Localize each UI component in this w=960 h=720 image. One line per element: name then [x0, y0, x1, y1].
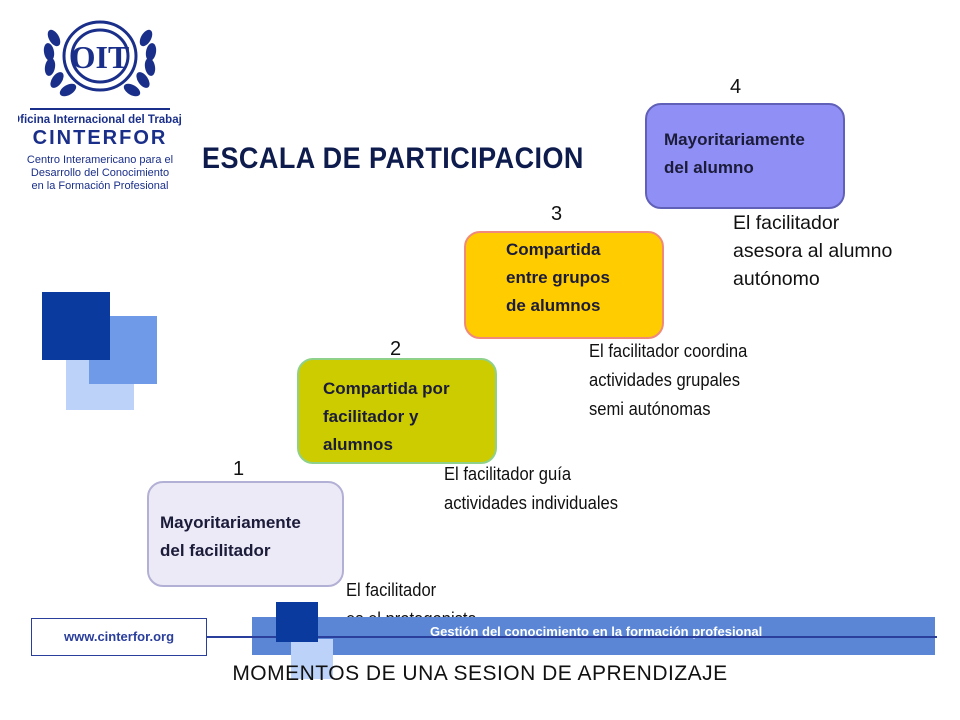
decor-square-dark [42, 292, 110, 360]
footer-square-light [291, 639, 333, 679]
logo-org-line: Oficina Internacional del Trabajo [18, 114, 182, 126]
logo-subtitle-line: en la Formación Profesional [31, 180, 169, 192]
oit-logo-icon: OIT Oficina Internacional del Trabajo CI… [18, 20, 182, 148]
logo-letters: OIT [71, 39, 130, 75]
step-desc-line: El facilitador [346, 580, 437, 600]
logo-subtitle-line: Centro Interamericano para el [26, 154, 174, 166]
step-desc-4: El facilitador asesora al alumno autónom… [733, 209, 892, 293]
step-box-line: Mayoritariamente [664, 130, 805, 149]
footer-square-dark [276, 602, 318, 642]
step-box-3: Compartida entre grupos de alumnos [464, 231, 664, 339]
step-desc-line: actividades grupales [589, 370, 740, 390]
footer-url-link[interactable]: www.cinterfor.org [31, 618, 207, 656]
footer-bar-text: Gestión del conocimiento en la formación… [430, 624, 763, 639]
step-box-line: alumnos [323, 435, 393, 454]
step-number-4: 4 [730, 76, 742, 98]
step-box-line: del alumno [664, 158, 754, 177]
logo-subtitle-line: Desarrollo del Conocimiento [30, 167, 170, 179]
step-desc-3: El facilitador coordina actividades grup… [589, 337, 747, 424]
step-desc-2: El facilitador guía actividades individu… [444, 460, 618, 518]
step-box-2: Compartida por facilitador y alumnos [297, 358, 497, 464]
step-desc-line: semi autónomas [589, 399, 711, 419]
step-box-line: de alumnos [506, 296, 601, 315]
step-number-3: 3 [551, 203, 563, 225]
step-box-line: entre grupos [506, 268, 610, 287]
step-desc-line: actividades individuales [444, 493, 618, 513]
footer-divider [207, 636, 937, 638]
step-box-1: Mayoritariamente del facilitador [147, 481, 344, 587]
step-box-line: Mayoritariamente [160, 513, 301, 532]
logo-subtitle: Centro Interamericano para el Desarrollo… [10, 154, 190, 193]
step-desc-line: El facilitador guía [444, 464, 572, 484]
logo-brand: CINTERFOR [33, 127, 168, 148]
step-desc-line: El facilitador [733, 212, 840, 234]
step-desc-line: El facilitador coordina [589, 341, 748, 361]
step-box-line: facilitador y [323, 407, 419, 426]
step-desc-line: autónomo [733, 268, 820, 290]
step-box-line: Compartida [506, 240, 601, 259]
step-number-2: 2 [390, 338, 402, 360]
page-title: ESCALA DE PARTICIPACION [202, 142, 584, 175]
bottom-title: MOMENTOS DE UNA SESION DE APRENDIZAJE [232, 662, 728, 685]
step-box-line: Compartida por [323, 379, 450, 398]
step-box-line: del facilitador [160, 541, 271, 560]
step-number-1: 1 [233, 458, 245, 480]
step-box-4: Mayoritariamente del alumno [645, 103, 845, 209]
step-desc-line: asesora al alumno [733, 240, 893, 262]
